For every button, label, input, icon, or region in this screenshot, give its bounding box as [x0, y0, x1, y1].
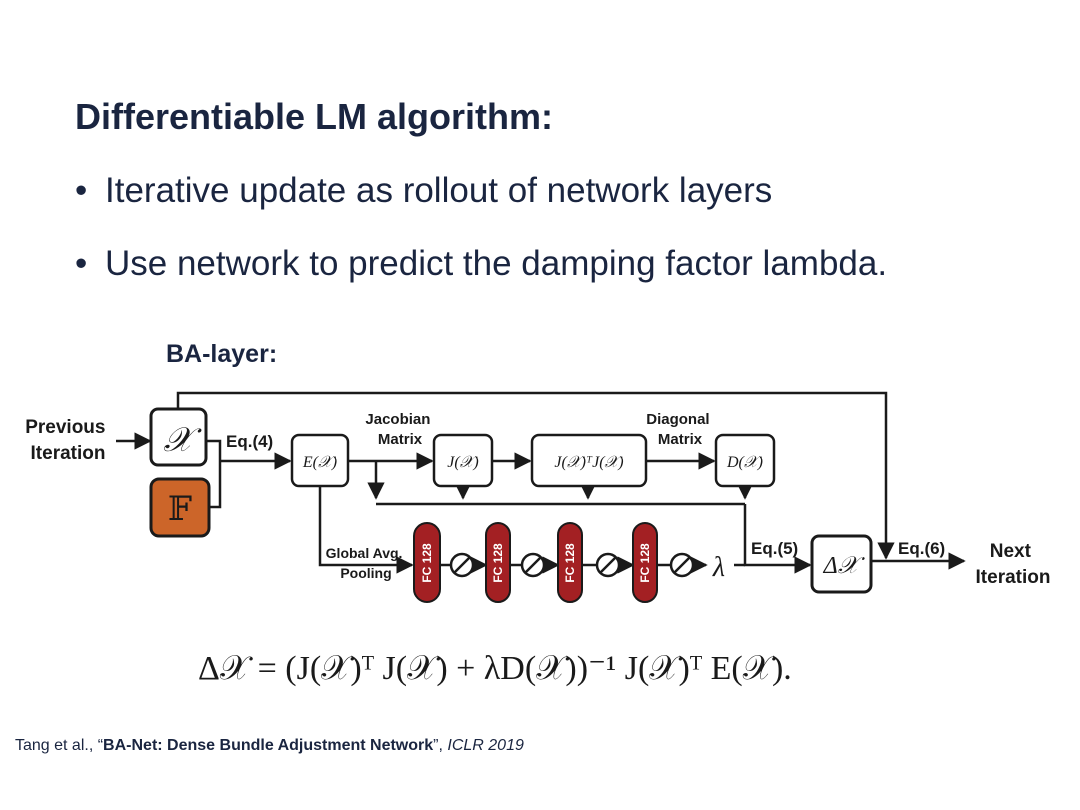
- citation: Tang et al., “BA-Net: Dense Bundle Adjus…: [15, 737, 524, 755]
- delta-x-box: [810, 534, 873, 594]
- fc-block-3: FC 128: [557, 522, 583, 603]
- jx-label: J(𝒳): [447, 454, 479, 471]
- fc-block-2: FC 128: [485, 522, 511, 603]
- ba-layer-label: BA-layer:: [166, 340, 278, 368]
- fc-block-2-label: FC 128: [491, 543, 505, 583]
- ex-box: [290, 433, 350, 488]
- bullet-list: • Iterative update as rollout of network …: [75, 168, 887, 314]
- fc-block-1-label: FC 128: [420, 543, 434, 583]
- jacobian-line1: Jacobian: [365, 411, 430, 428]
- fc-block-4-label: FC 128: [638, 543, 652, 583]
- eq5-label: Eq.(5): [751, 539, 798, 558]
- f-symbol: 𝔽: [168, 491, 192, 528]
- eq4-label: Eq.(4): [226, 432, 273, 451]
- citation-paper: BA-Net: Dense Bundle Adjustment Network: [103, 737, 434, 754]
- fc-block-1: FC 128: [413, 522, 441, 603]
- next-line1: Next: [990, 541, 1032, 562]
- previous-iteration-label: Previous Iteration: [25, 417, 111, 464]
- dx-label: D(𝒳): [726, 454, 763, 471]
- jacobian-matrix-label: Jacobian Matrix: [365, 411, 434, 448]
- diagonal-matrix-label: Diagonal Matrix: [646, 411, 714, 448]
- diagonal-line1: Diagonal: [646, 411, 709, 428]
- previous-line1: Previous: [25, 417, 105, 438]
- next-iteration-label: Next Iteration: [976, 541, 1051, 588]
- fc-block-3-label: FC 128: [563, 543, 577, 583]
- update-equation: Δ𝒳 = (J(𝒳)ᵀ J(𝒳) + λD(𝒳))⁻¹ J(𝒳)ᵀ E(𝒳).: [198, 650, 792, 687]
- activation-slash-4: [673, 556, 691, 574]
- global-avg-pooling-label: Global Avg. Pooling: [326, 545, 407, 581]
- jx-box: [432, 433, 494, 488]
- activation-slash-1: [453, 556, 471, 574]
- bullet-text: Iterative update as rollout of network l…: [105, 171, 773, 210]
- citation-sep: ”,: [433, 737, 448, 754]
- bullet-dot: •: [75, 244, 88, 283]
- bullet-dot: •: [75, 171, 88, 210]
- connector-pooling: [318, 486, 414, 574]
- global-avg-line: Global Avg.: [326, 545, 403, 561]
- ex-label: E(𝒳): [302, 454, 337, 471]
- jtj-label: J(𝒳)ᵀJ(𝒳): [554, 454, 623, 471]
- diagonal-line2: Matrix: [658, 431, 703, 448]
- activation-slash-2: [524, 556, 542, 574]
- pooling-line: Pooling: [340, 565, 391, 581]
- activation-slash-3: [599, 556, 617, 574]
- citation-venue: ICLR 2019: [447, 737, 524, 754]
- x-box: [149, 407, 208, 467]
- bullet-text: Use network to predict the damping facto…: [105, 244, 888, 283]
- bullet-item: • Iterative update as rollout of network …: [75, 168, 887, 241]
- f-box: [149, 477, 211, 538]
- citation-authors: Tang et al., “: [15, 737, 104, 754]
- eq6-label: Eq.(6): [898, 539, 945, 558]
- lambda-symbol: λ: [712, 552, 725, 583]
- connector-top-loop: [176, 391, 895, 560]
- next-line2: Iteration: [976, 567, 1051, 588]
- bullet-item: • Use network to predict the damping fact…: [75, 241, 887, 314]
- previous-line2: Iteration: [31, 443, 106, 464]
- dx-box: [714, 433, 776, 488]
- jacobian-line2: Matrix: [378, 431, 423, 448]
- fc-block-4: FC 128: [632, 522, 658, 603]
- connector-f-merge: [210, 461, 222, 509]
- connector-x-merge: [206, 439, 222, 461]
- slide-title: Differentiable LM algorithm:: [75, 96, 554, 137]
- jtj-box: [530, 433, 648, 488]
